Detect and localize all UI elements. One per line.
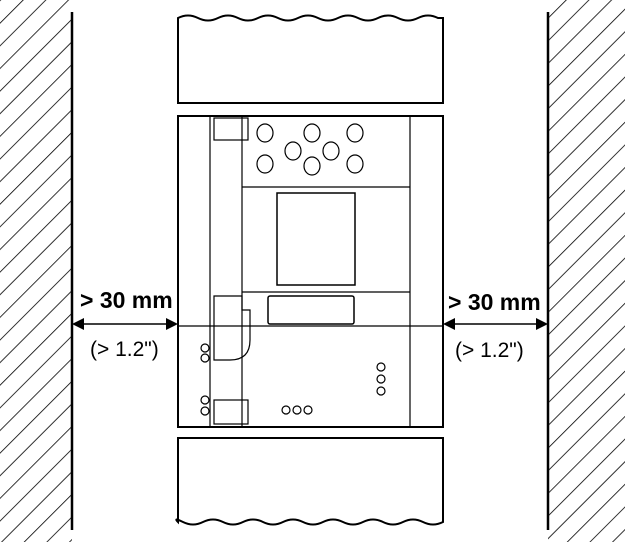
right-clearance-inches: (> 1.2") — [455, 339, 524, 362]
terminal-screws — [200, 343, 210, 416]
device-housing — [177, 115, 444, 428]
top-cable-duct — [177, 14, 444, 104]
left-dimension: > 30 mm (> 1.2") — [72, 287, 178, 361]
bottom-cable-duct — [175, 437, 444, 526]
lcd-display — [276, 192, 356, 286]
left-clearance-inches: (> 1.2") — [90, 338, 159, 361]
right-dimension: > 30 mm (> 1.2") — [443, 289, 548, 362]
right-clearance-label: > 30 mm — [448, 289, 541, 315]
control-relay-device — [177, 115, 444, 428]
card-slot — [267, 295, 355, 325]
keypad-buttons — [256, 123, 364, 176]
left-wall — [0, 0, 74, 542]
top-terminal-block — [213, 117, 249, 141]
bottom-terminal-block — [213, 399, 249, 425]
right-wall — [546, 0, 625, 542]
status-leds — [281, 405, 313, 415]
left-clearance-label: > 30 mm — [80, 287, 173, 313]
right-indicators — [376, 362, 386, 396]
